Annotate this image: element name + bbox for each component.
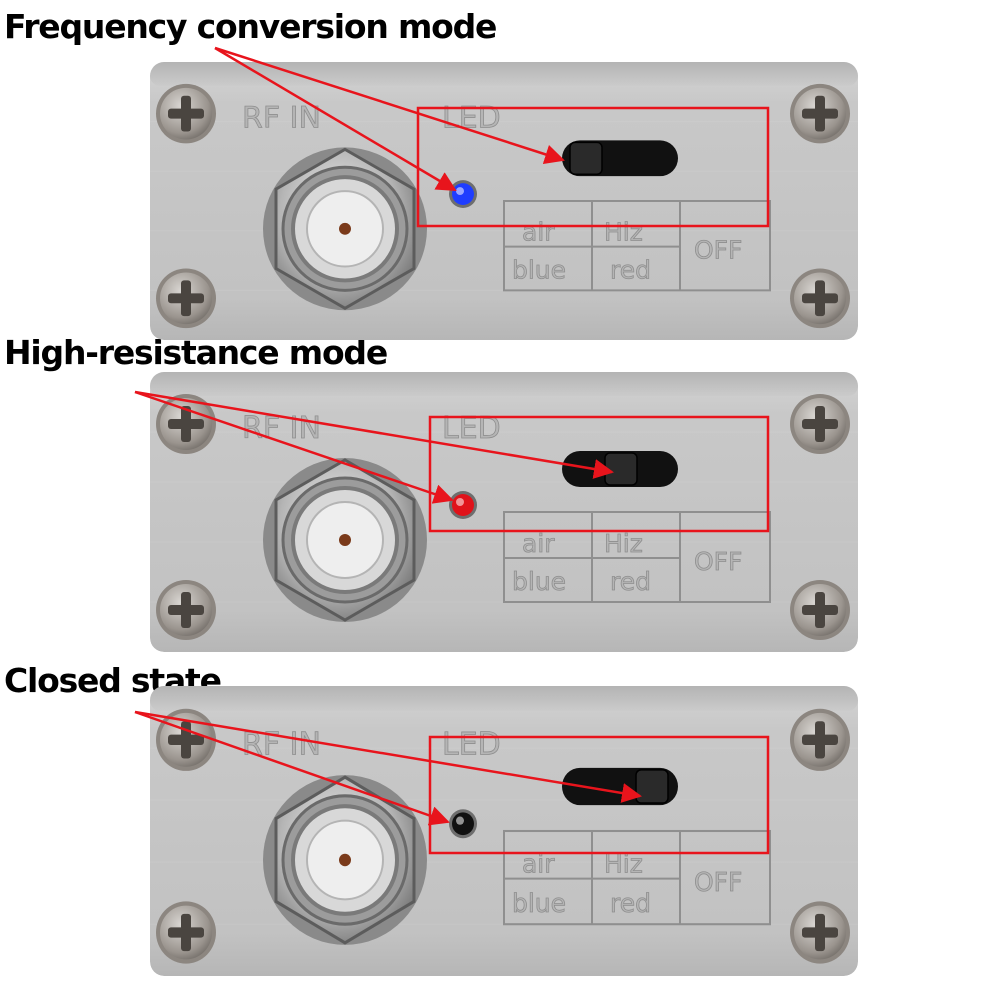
screw-icon — [790, 708, 850, 771]
grid-label-hiz: Hiz — [604, 218, 643, 247]
grid-label-blue: blue — [512, 256, 566, 285]
rf-in-label: RF IN — [242, 101, 321, 136]
screw-icon — [156, 901, 216, 964]
device-front-panel: RF IN LED air Hiz — [150, 62, 858, 340]
mode-title-high-resistance: High-resistance mode — [4, 333, 388, 372]
grid-label-off: OFF — [694, 547, 742, 576]
led-label: LED — [442, 727, 501, 763]
screw-icon — [156, 708, 216, 771]
device-front-panel: RF IN LED air Hiz — [150, 686, 858, 976]
device-photo-closed-state: RF IN LED air Hiz — [150, 686, 858, 976]
mode-slide-switch-knob — [569, 141, 603, 175]
device-photo-frequency-conversion: RF IN LED air Hiz — [150, 62, 858, 340]
screw-icon — [156, 580, 216, 640]
grid-label-hiz: Hiz — [604, 849, 643, 880]
screw-icon — [790, 268, 850, 329]
mode-slide-switch-knob — [635, 769, 669, 804]
grid-label-red: red — [610, 888, 651, 919]
grid-label-blue: blue — [512, 567, 566, 596]
grid-label-blue: blue — [512, 888, 566, 919]
grid-label-off: OFF — [694, 868, 742, 899]
grid-label-air: air — [522, 849, 555, 880]
device-front-panel: RF IN LED air Hiz — [150, 372, 858, 652]
screw-icon — [790, 83, 850, 144]
mode-title-frequency-conversion: Frequency conversion mode — [4, 7, 497, 46]
rf-in-label: RF IN — [242, 411, 321, 446]
screw-icon — [156, 83, 216, 144]
screw-icon — [156, 394, 216, 454]
led-label: LED — [442, 411, 501, 446]
grid-label-red: red — [610, 567, 651, 596]
status-led — [452, 494, 474, 516]
grid-label-air: air — [522, 529, 555, 558]
device-photo-high-resistance: RF IN LED air Hiz — [150, 372, 858, 652]
grid-label-off: OFF — [694, 236, 742, 265]
screw-icon — [790, 901, 850, 964]
grid-label-air: air — [522, 218, 555, 247]
rf-in-label: RF IN — [242, 727, 321, 763]
screw-icon — [790, 580, 850, 640]
led-label: LED — [442, 101, 501, 136]
status-led — [452, 812, 474, 836]
screw-icon — [790, 394, 850, 454]
grid-label-red: red — [610, 256, 651, 285]
mode-slide-switch-knob — [604, 452, 638, 486]
grid-label-hiz: Hiz — [604, 529, 643, 558]
screw-icon — [156, 268, 216, 329]
status-led — [452, 183, 474, 205]
